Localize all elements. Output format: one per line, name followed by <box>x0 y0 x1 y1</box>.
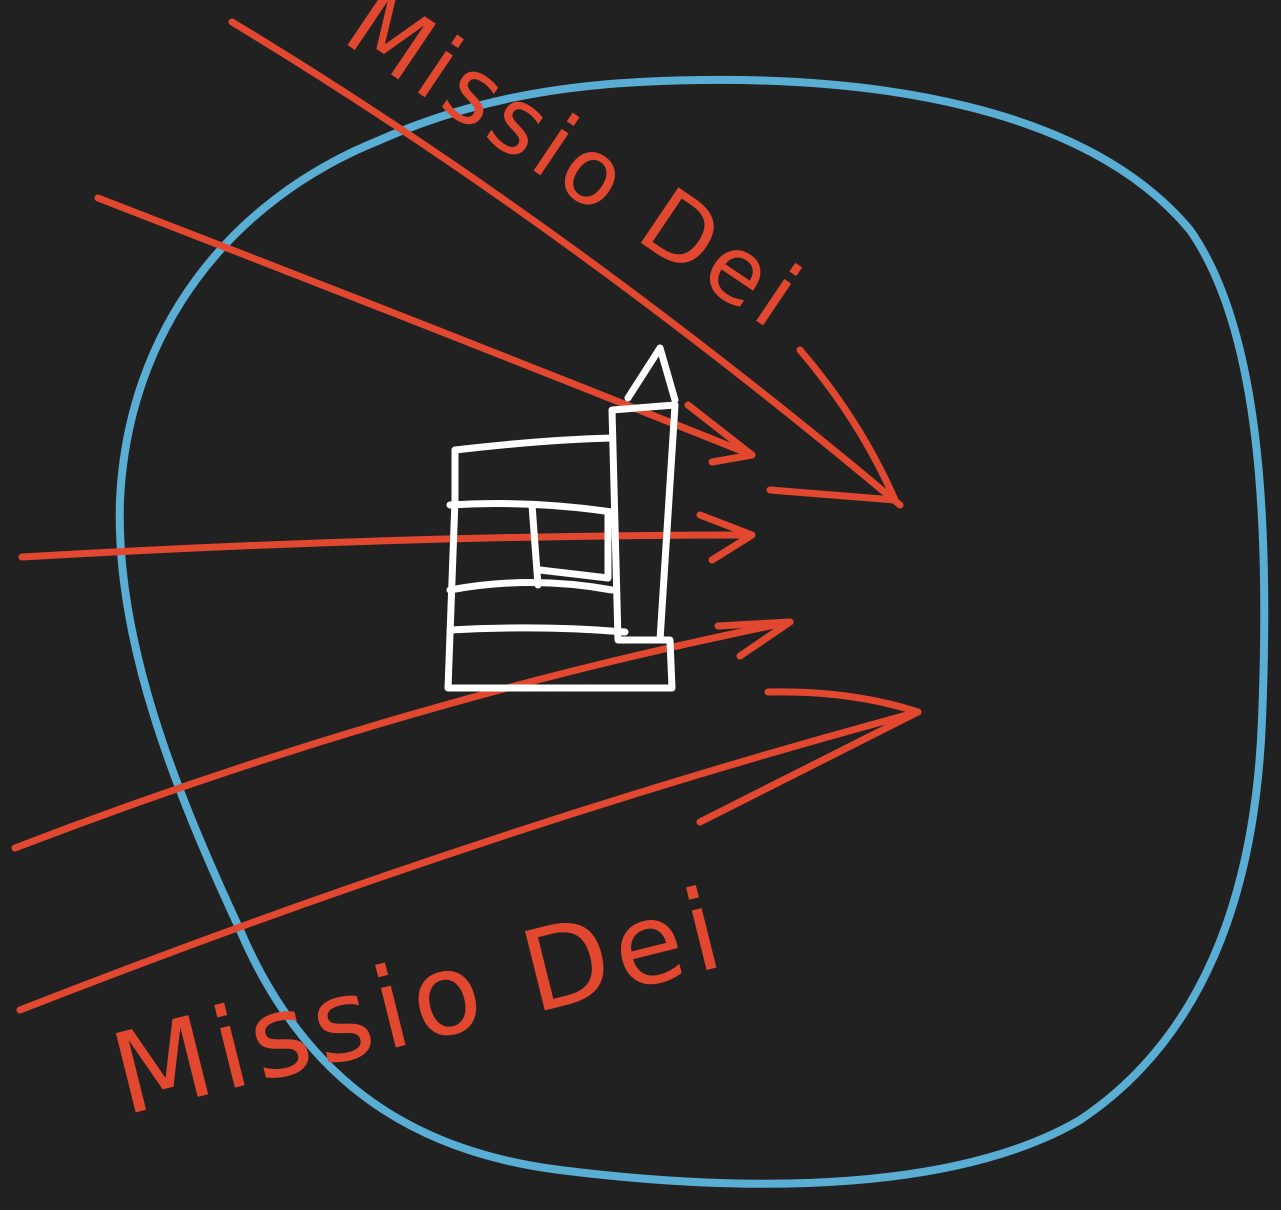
church-band-3 <box>450 628 625 632</box>
